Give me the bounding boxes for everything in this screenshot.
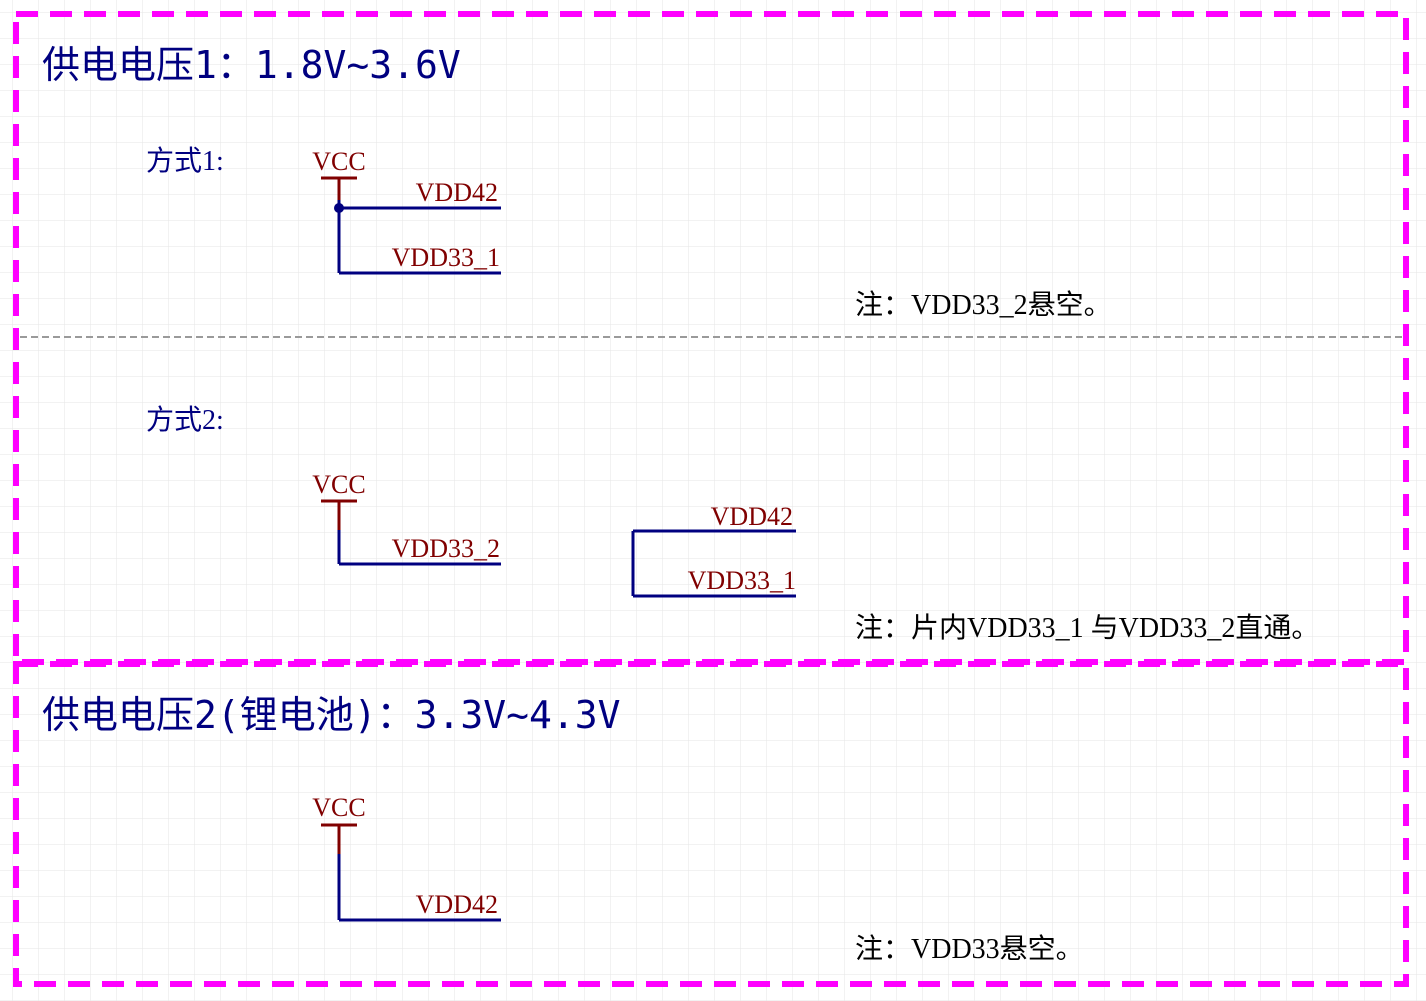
method2-net-vdd42: VDD42 xyxy=(711,502,793,531)
section2-note: 注：VDD33悬空。 xyxy=(855,933,1084,965)
method2-net-vdd33-2: VDD33_2 xyxy=(392,534,500,563)
method1-label: 方式1: xyxy=(146,145,224,177)
method1-net-vdd42: VDD42 xyxy=(416,178,498,207)
method1-note: 注：VDD33_2悬空。 xyxy=(855,289,1112,321)
method2-wires-left xyxy=(337,530,501,566)
method1-junction-dot xyxy=(334,203,344,213)
method2-note: 注：片内VDD33_1 与VDD33_2直通。 xyxy=(855,612,1319,644)
method1-net-vdd33-1: VDD33_1 xyxy=(392,243,500,272)
method1-vcc-power-symbol: VCC xyxy=(312,147,366,200)
method1-wires xyxy=(334,200,501,275)
method2-vcc-label: VCC xyxy=(312,470,365,499)
method2-wires-right xyxy=(631,529,796,598)
section2-net-vdd42: VDD42 xyxy=(416,890,498,919)
method1-vcc-label: VCC xyxy=(312,147,365,176)
section2-vcc-label: VCC xyxy=(312,793,365,822)
section2-vcc-power-symbol: VCC xyxy=(312,793,366,854)
section2-wires xyxy=(337,854,501,922)
method2-vcc-power-symbol: VCC xyxy=(312,470,366,530)
section2-title: 供电电压2(锂电池)：3.3V~4.3V xyxy=(42,693,621,737)
section1-title: 供电电压1：1.8V~3.6V xyxy=(42,43,461,87)
method2-label: 方式2: xyxy=(146,404,224,436)
section2-frame xyxy=(13,661,1409,987)
method2-net-vdd33-1: VDD33_1 xyxy=(688,566,796,595)
